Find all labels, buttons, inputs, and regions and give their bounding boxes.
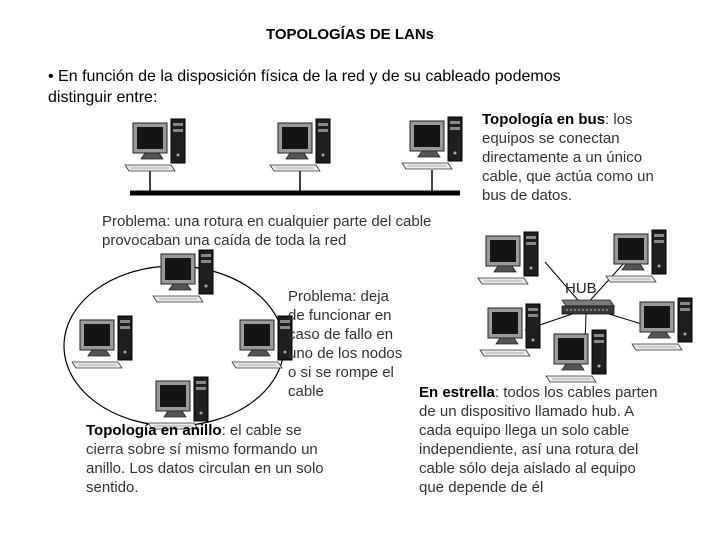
- bus-description: Topología en bus: los equipos se conecta…: [482, 110, 672, 205]
- computer-icon: [232, 316, 292, 368]
- computer-icon: [632, 298, 692, 350]
- star-heading: En estrella: [419, 384, 495, 401]
- computer-icon: [270, 119, 330, 171]
- bus-topology: [125, 117, 462, 193]
- ring-topology: [64, 250, 292, 429]
- computer-icon: [402, 117, 462, 169]
- ring-description: Topología en anillo: el cable se cierra …: [86, 421, 326, 497]
- intro-text: • En función de la disposición física de…: [48, 66, 608, 108]
- ring-problem: Problema: deja de funcionar en caso de f…: [288, 287, 408, 401]
- page-title: TOPOLOGÍAS DE LANs: [0, 26, 700, 43]
- star-topology: [478, 230, 692, 382]
- computer-icon: [125, 119, 185, 171]
- star-description: En estrella: todos los cables parten de …: [419, 383, 659, 497]
- computer-icon: [606, 230, 666, 282]
- ring-heading: Topología en anillo: [86, 422, 222, 439]
- computer-icon: [480, 304, 540, 356]
- hub-label: HUB: [565, 280, 597, 297]
- computer-icon: [478, 232, 538, 284]
- computer-icon: [546, 330, 606, 382]
- bus-problem: Problema: una rotura en cualquier parte …: [102, 212, 482, 250]
- computer-icon: [72, 316, 132, 368]
- bus-heading: Topología en bus: [482, 111, 605, 128]
- computer-icon: [153, 250, 213, 302]
- hub-device-icon: [562, 300, 614, 314]
